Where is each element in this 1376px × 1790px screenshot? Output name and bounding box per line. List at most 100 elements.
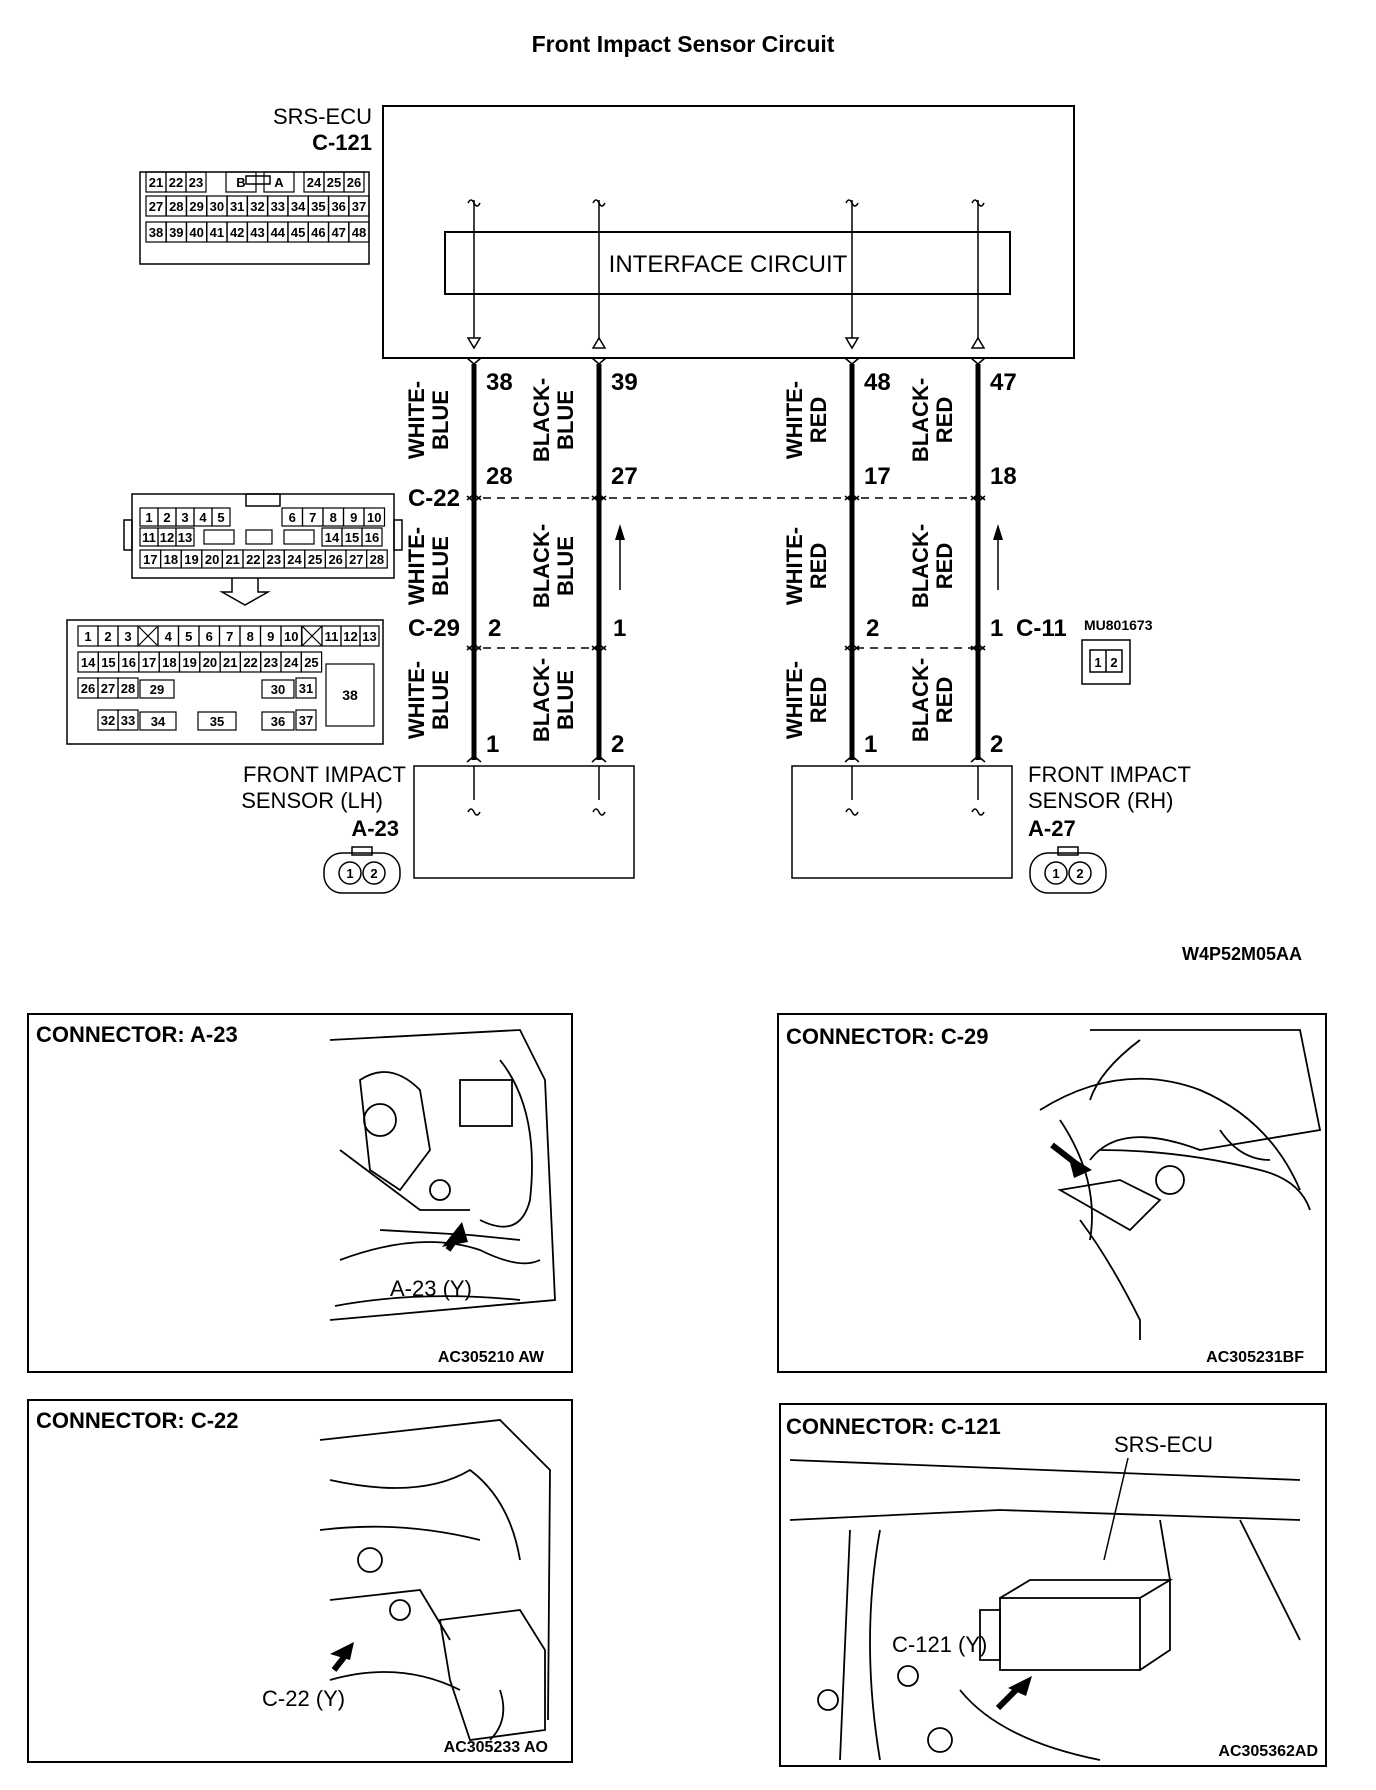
- output-arrow-icon: [844, 337, 860, 350]
- panel-a23-code: AC305210 AW: [438, 1349, 545, 1366]
- c29-pin-number: 1: [990, 615, 1003, 642]
- continuation-mark: [845, 199, 859, 207]
- c22-pin-label: 24: [287, 552, 302, 567]
- c22-pin-number: 17: [864, 463, 891, 490]
- c22-pin-label: 27: [349, 552, 363, 567]
- ecu-pin-number: 38: [486, 369, 513, 396]
- ecu-pin-label: 41: [210, 225, 224, 240]
- a23-arrow-icon: [442, 1222, 468, 1247]
- ecu-pin-label: 44: [271, 225, 286, 240]
- c22-pin-label: 8: [330, 510, 337, 525]
- c22-pin-label: 3: [181, 510, 188, 525]
- interface-circuit-label: INTERFACE CIRCUIT: [609, 251, 848, 278]
- c22-pin-label: 9: [350, 510, 357, 525]
- ecu-pin-label: B: [236, 175, 245, 190]
- c29-pin-label: 3: [124, 629, 131, 644]
- input-arrow-icon: [970, 336, 986, 349]
- terminal-chevron-icon: [844, 357, 860, 365]
- panel-c121-title: CONNECTOR: C-121: [786, 1414, 1001, 1439]
- c29-pin-label: 9: [267, 629, 274, 644]
- c22-pin-label: 10: [367, 510, 381, 525]
- panel-c22-code: AC305233 AO: [444, 1739, 548, 1756]
- c29-pin-label: 30: [271, 682, 285, 697]
- c29-pin-number: 2: [866, 615, 879, 642]
- sensor-rh-pin-2: 2: [1076, 866, 1083, 881]
- c29-pin-cell: [359, 625, 380, 647]
- c11-pin-1: 1: [1094, 655, 1101, 670]
- input-arrow-icon: [591, 336, 607, 349]
- c29-pin-label: 32: [101, 713, 115, 728]
- wire-color-label: BLUE: [553, 670, 578, 730]
- ecu-pin-label: 28: [169, 199, 183, 214]
- c29-pin-cell: [139, 711, 177, 731]
- c11-label: C-11: [1016, 615, 1067, 642]
- c29-label: C-29: [408, 615, 460, 642]
- ecu-name: SRS-ECU: [273, 104, 372, 129]
- wire-color-label: BLACK-: [529, 378, 554, 462]
- c22-pin-number: 18: [990, 463, 1017, 490]
- c29-pin-label: 28: [121, 681, 135, 696]
- c29-pin-label: 29: [150, 682, 164, 697]
- sensor-lh-box: [413, 765, 635, 879]
- c29-pin-label: 19: [182, 655, 196, 670]
- c29-pin-cell: [295, 677, 317, 699]
- c22-pin-label: 7: [309, 510, 316, 525]
- c29-pin-label: 4: [165, 629, 173, 644]
- wire-color-label: BLUE: [553, 390, 578, 450]
- terminal-chevron-icon: [970, 357, 986, 365]
- c29-pin-label: 25: [304, 655, 318, 670]
- signal-arrow-right: [993, 524, 1003, 590]
- c29-pin-label: 13: [362, 629, 376, 644]
- terminal-chevron-icon: [466, 495, 482, 503]
- ecu-pin-label: 22: [169, 175, 183, 190]
- sensor-rh-name-1: FRONT IMPACT: [1028, 762, 1191, 787]
- dashboard-wiring-illustration: [1039, 1029, 1322, 1340]
- ecu-pin-number: 47: [990, 369, 1017, 396]
- c29-pin-label: 33: [121, 713, 135, 728]
- c22-pin-label: 20: [205, 552, 219, 567]
- wire-color-label: BLACK-: [908, 524, 933, 608]
- ecu-pin-label: 42: [230, 225, 244, 240]
- ecu-pin-label: 37: [352, 199, 366, 214]
- wire-color-label: WHITE-: [404, 661, 429, 739]
- c22-pin-cell: [366, 549, 388, 569]
- continuation-mark: [592, 199, 606, 207]
- signal-arrow-left: [615, 524, 625, 590]
- terminal-chevron-icon: [591, 645, 607, 653]
- c29-pin-label: 22: [243, 655, 257, 670]
- wire-color-label: WHITE-: [782, 527, 807, 605]
- c29-pin-cell: [139, 679, 175, 699]
- c22-pin-number: 28: [486, 463, 513, 490]
- wire-group: 382812WHITE-BLUEWHITE-BLUEWHITE-BLUE3927…: [404, 199, 1017, 816]
- wire-color-label: WHITE-: [782, 661, 807, 739]
- sensor-pin-number: 1: [486, 731, 499, 758]
- c11-connector-face: 1 2: [1081, 639, 1131, 685]
- wire-color-label: BLUE: [428, 390, 453, 450]
- ecu-pin-label: 40: [189, 225, 203, 240]
- wire-color-label: RED: [806, 543, 831, 589]
- ecu-pin-label: 36: [331, 199, 345, 214]
- c29-arrow-shaft: [1050, 1142, 1076, 1165]
- c121-arrow-icon: [1008, 1676, 1032, 1696]
- panel-c22: CONNECTOR: C-22 C-22 (Y) AC305233 AO: [27, 1399, 573, 1763]
- continuation-mark: [592, 808, 606, 816]
- c29-pin-cell: [295, 709, 317, 731]
- wire-color-label: RED: [932, 677, 957, 723]
- ecu-pin-number: 48: [864, 369, 891, 396]
- c22-pin-label: 23: [267, 552, 281, 567]
- ecu-pin-label: 32: [250, 199, 264, 214]
- c29-pin-label: 24: [284, 655, 299, 670]
- c29-pin-label: 23: [264, 655, 278, 670]
- a23-arrow-shaft: [445, 1228, 465, 1252]
- c22-pin-label: 12: [160, 530, 174, 545]
- sensor-rh-box: [791, 765, 1013, 879]
- sensor-lh-name-1: FRONT IMPACT: [243, 762, 406, 787]
- panel-c121-callout: C-121 (Y): [892, 1632, 987, 1657]
- sensor-rh-connector: A-27: [1028, 816, 1076, 841]
- terminal-chevron-icon: [591, 495, 607, 503]
- c22-pin-label: 11: [142, 530, 156, 545]
- c22-pin-label: 13: [178, 530, 192, 545]
